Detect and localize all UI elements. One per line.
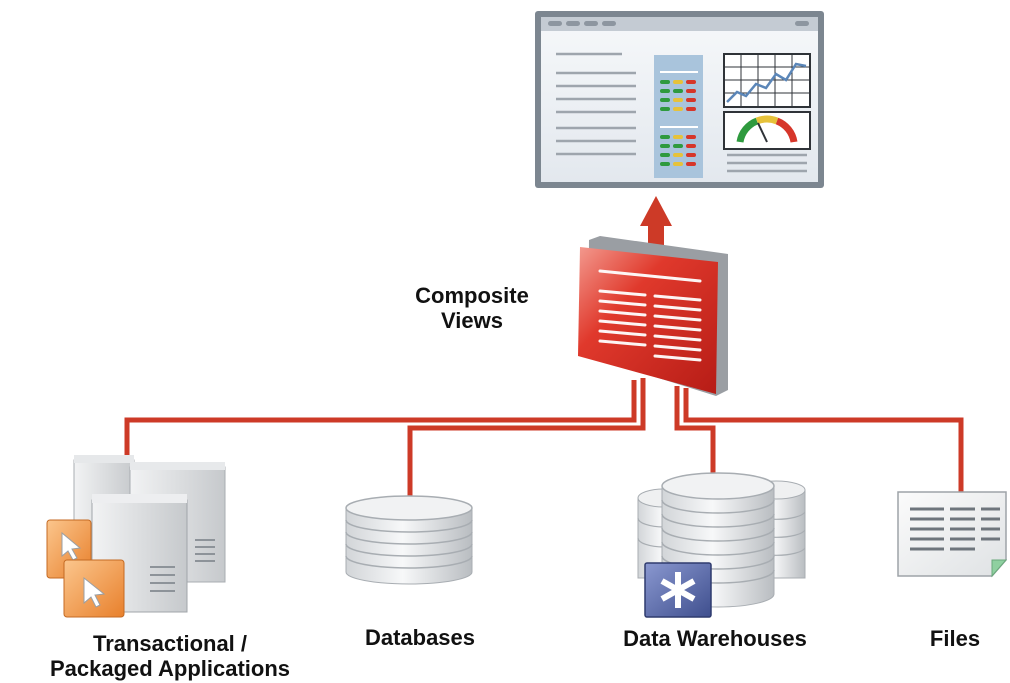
composite-views-label-line1: Composite (415, 283, 529, 308)
asterisk-icon (660, 572, 696, 608)
data-warehouse-icon (637, 472, 806, 618)
composite-views-hub-icon (578, 236, 728, 396)
data-warehouses-label: Data Warehouses (623, 626, 807, 651)
dashboard-window-icon (535, 11, 824, 188)
connector-data-warehouses (674, 386, 716, 478)
composite-views-label-line2: Views (441, 308, 503, 333)
connector-databases (407, 378, 646, 498)
gauge-icon (723, 111, 811, 150)
transactional-label: Transactional / Packaged Applications (20, 631, 320, 681)
databases-label: Databases (364, 625, 476, 650)
line-chart-icon (723, 53, 811, 108)
connector-lines (124, 378, 964, 498)
transactional-label-line1: Transactional / (92, 631, 248, 656)
server-stack-icon (46, 455, 226, 618)
connector-files (683, 388, 964, 493)
database-cylinder-icon (345, 495, 473, 585)
transactional-label-line2: Packaged Applications (49, 656, 291, 681)
document-icon (897, 491, 1008, 578)
files-label: Files (929, 626, 981, 651)
composite-views-label: Composite Views (392, 283, 552, 333)
